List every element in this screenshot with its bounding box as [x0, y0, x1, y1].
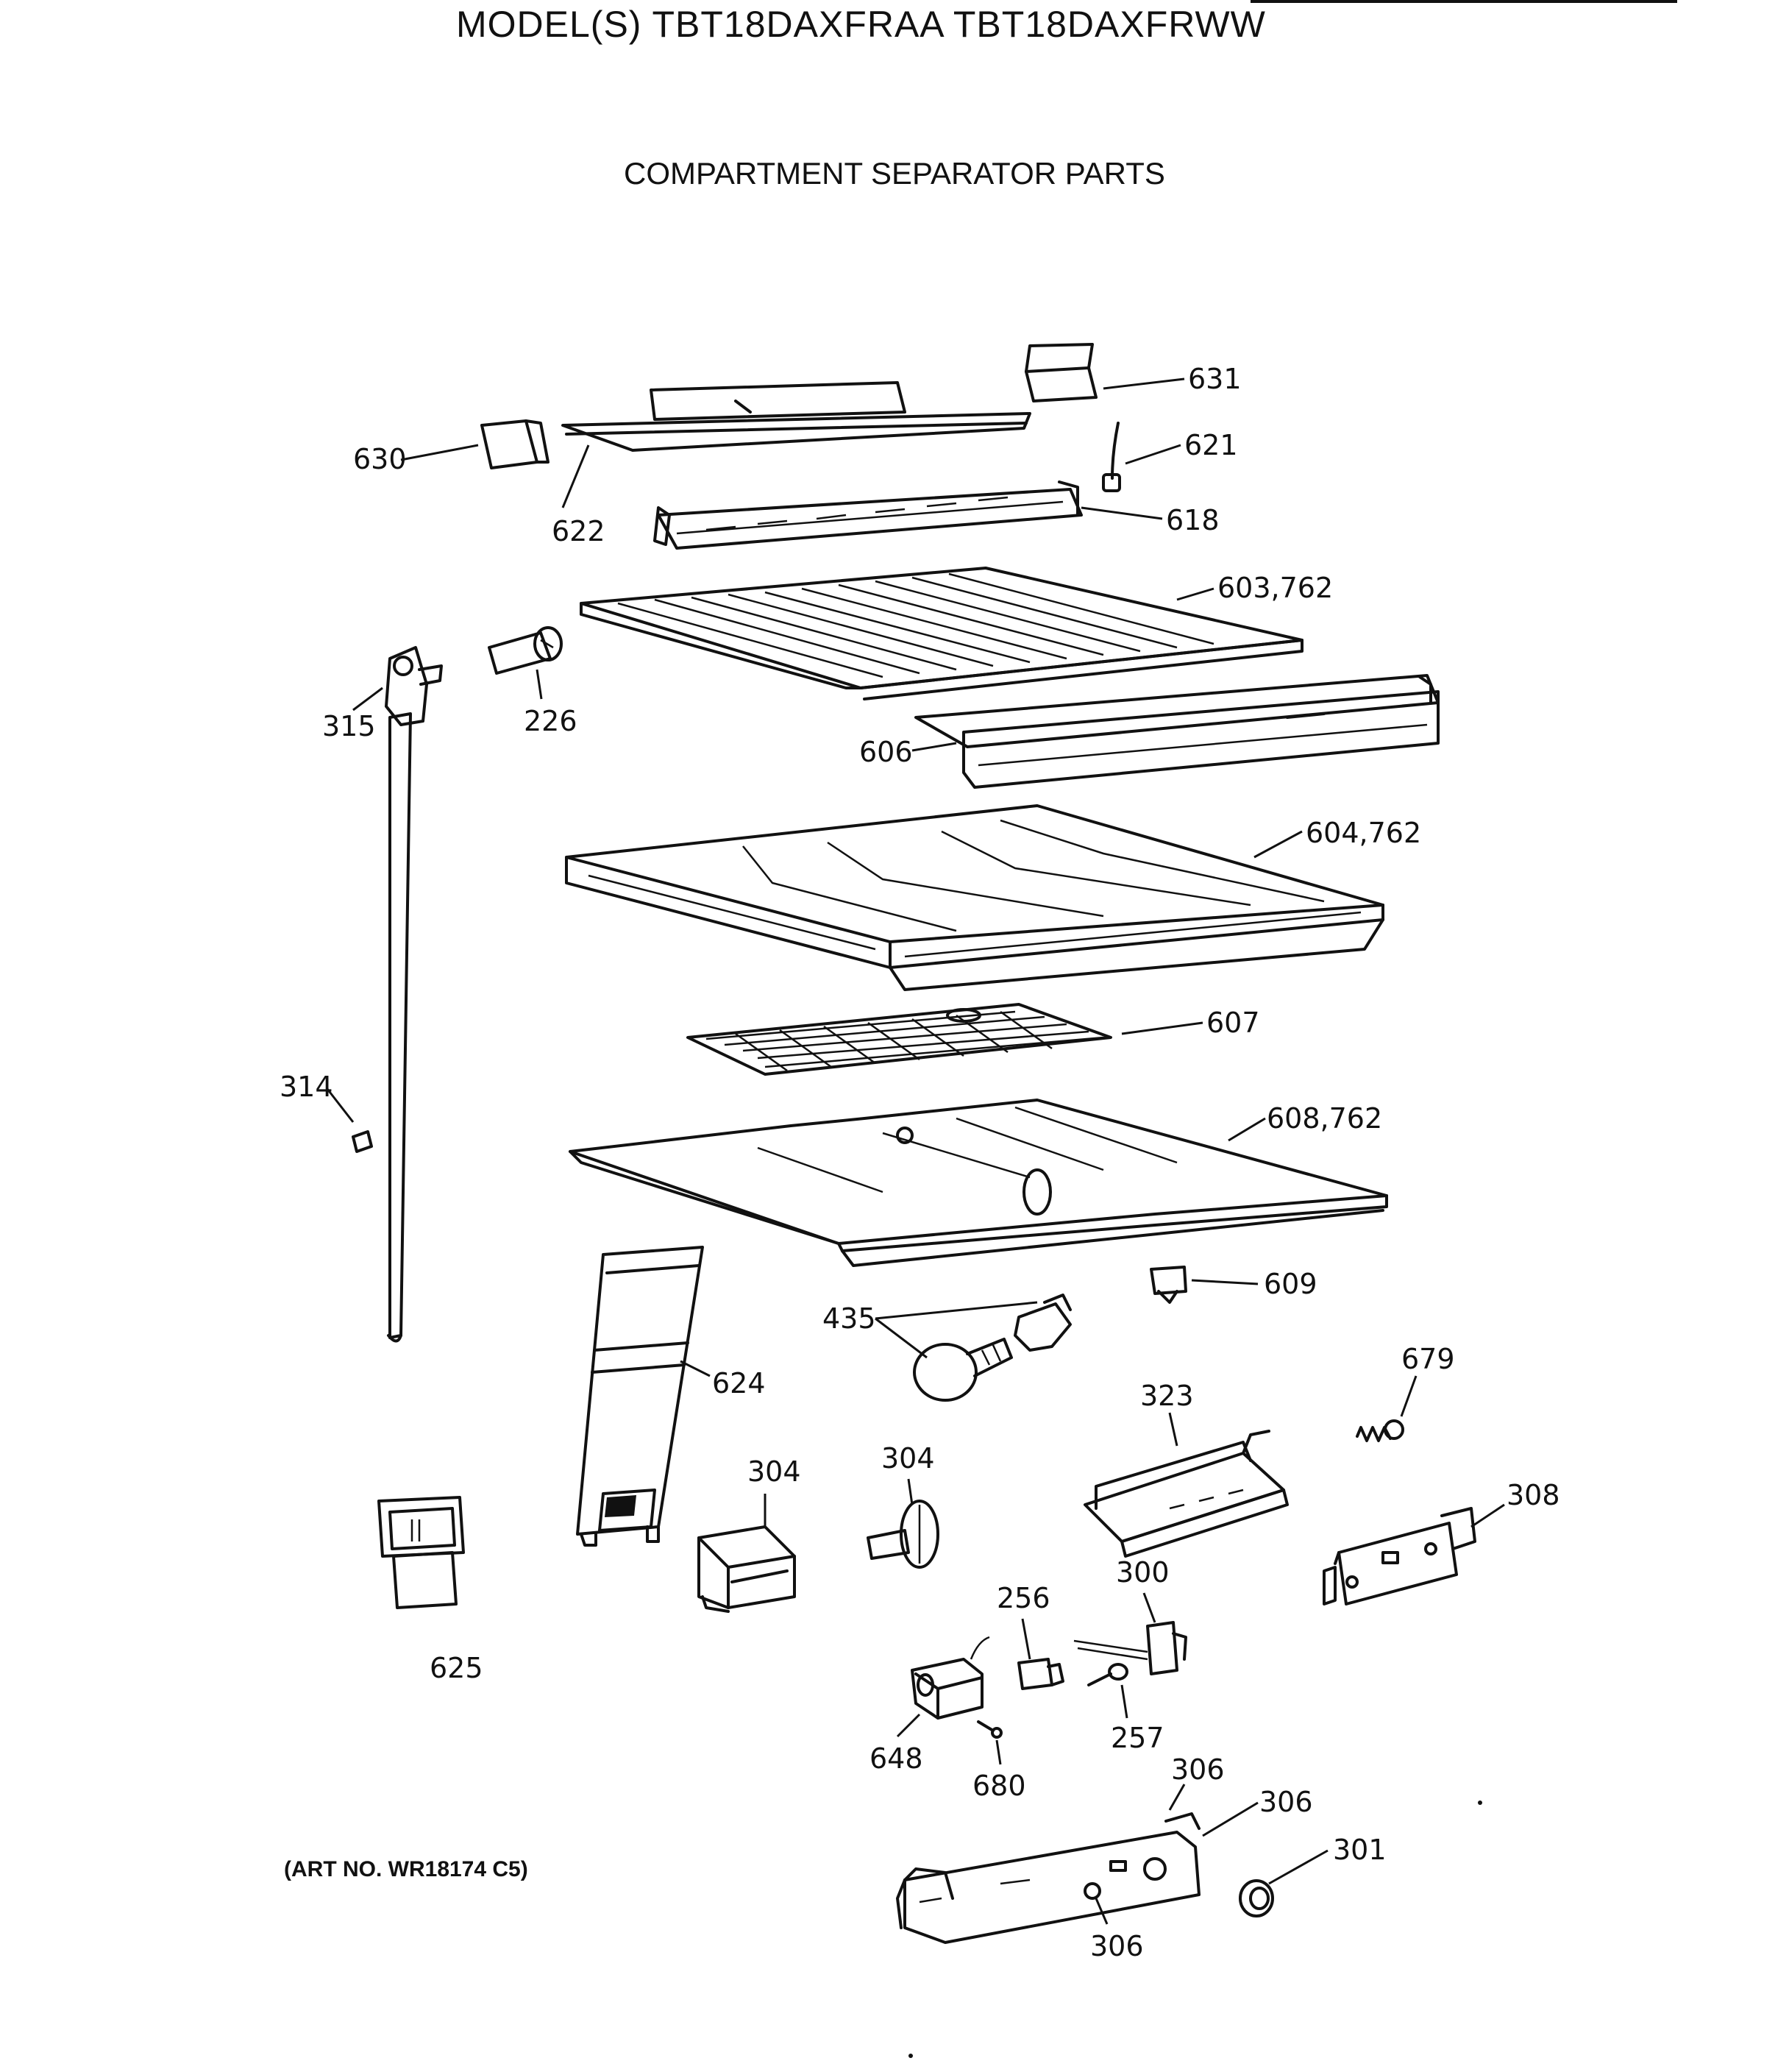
part-315-hinge	[385, 646, 443, 726]
callout-625: 625	[430, 1652, 483, 1684]
callout-306b: 306	[1259, 1786, 1313, 1818]
callout-323: 323	[1140, 1380, 1194, 1412]
part-257-screw	[1087, 1663, 1128, 1686]
part-607-mesh	[686, 1003, 1112, 1076]
callout-604-762: 604,762	[1306, 817, 1421, 849]
part-625-housing	[377, 1496, 465, 1609]
part-621-wire	[1102, 422, 1121, 492]
part-435-bulb-socket	[913, 1294, 1072, 1402]
callout-622: 622	[552, 515, 605, 547]
callout-618: 618	[1166, 504, 1220, 536]
callout-308: 308	[1507, 1479, 1560, 1511]
callout-314: 314	[280, 1071, 333, 1103]
callout-300: 300	[1116, 1556, 1170, 1589]
callout-256: 256	[997, 1582, 1050, 1614]
part-648-motor	[911, 1636, 990, 1720]
callout-608-762: 608,762	[1267, 1102, 1382, 1135]
part-680-screw	[977, 1720, 1003, 1739]
callout-304a: 304	[747, 1455, 801, 1488]
stray-mark	[1478, 1800, 1482, 1805]
part-603-shelf	[580, 567, 1303, 700]
callout-603-762: 603,762	[1217, 572, 1333, 604]
callout-306a: 306	[1171, 1753, 1225, 1786]
callout-648: 648	[869, 1742, 923, 1775]
part-606-channel	[914, 674, 1440, 789]
callout-607: 607	[1206, 1007, 1260, 1039]
callout-435: 435	[822, 1302, 876, 1335]
part-301-knob	[1239, 1879, 1274, 1917]
callout-609: 609	[1264, 1268, 1317, 1300]
part-608-divider	[569, 1099, 1388, 1267]
callout-630: 630	[353, 443, 407, 475]
callout-606: 606	[859, 736, 913, 768]
part-314-rod	[352, 712, 412, 1343]
part-679-spring	[1356, 1419, 1404, 1442]
callout-315: 315	[322, 710, 376, 742]
part-323-bracket	[1084, 1430, 1289, 1558]
callout-306c: 306	[1090, 1930, 1144, 1962]
section-title: COMPARTMENT SEPARATOR PARTS	[624, 156, 1165, 191]
art-number: (ART NO. WR18174 C5)	[284, 1857, 528, 1881]
callout-679: 679	[1401, 1343, 1455, 1375]
part-256-switch	[1017, 1658, 1064, 1690]
part-604-divider	[565, 804, 1384, 991]
model-title: MODEL(S) TBT18DAXFRAA TBT18DAXFRWW	[456, 4, 1266, 45]
part-300-switch	[1073, 1621, 1187, 1675]
callout-621: 621	[1184, 429, 1238, 461]
callout-226: 226	[524, 705, 577, 737]
header-rule	[1251, 0, 1677, 3]
part-304-housing	[697, 1525, 796, 1613]
callout-257: 257	[1111, 1722, 1164, 1754]
part-622-tray	[561, 381, 1031, 452]
part-631-cover	[1025, 343, 1098, 402]
part-304-knob	[867, 1500, 939, 1569]
part-630-cover	[480, 419, 549, 469]
callout-624: 624	[712, 1367, 766, 1399]
callout-631: 631	[1188, 363, 1242, 395]
part-624-panel	[576, 1246, 704, 1547]
callout-304b: 304	[881, 1442, 935, 1475]
part-226-cylinder	[488, 626, 563, 675]
part-618-bracket	[653, 480, 1083, 550]
part-306-housing	[896, 1812, 1201, 1944]
stray-mark	[908, 2054, 913, 2058]
callout-301: 301	[1333, 1834, 1387, 1866]
part-308-plate	[1323, 1507, 1476, 1606]
part-609-clip	[1150, 1266, 1187, 1304]
callout-680: 680	[972, 1770, 1026, 1802]
